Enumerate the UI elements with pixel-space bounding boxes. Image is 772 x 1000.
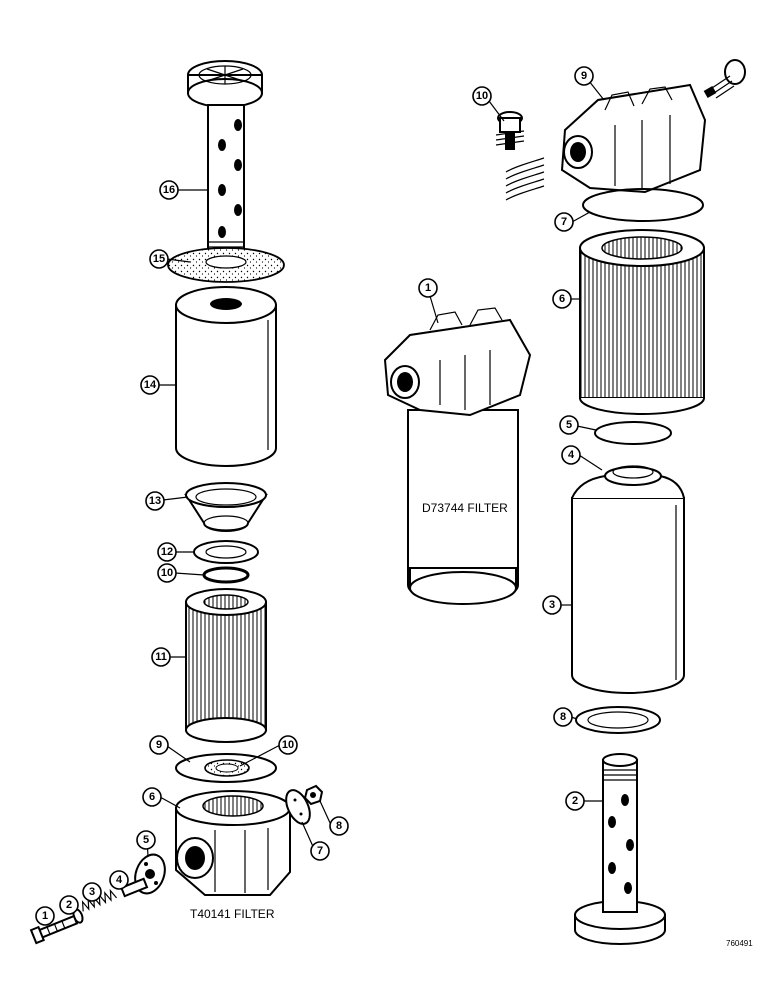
right-assembly [495,59,746,945]
part-6-element [579,229,705,415]
part-8-nut [303,784,324,806]
callout-14: 14 [140,375,160,395]
callout-right-3: 3 [542,595,562,615]
caption-center-filter: D73744 FILTER [422,501,508,515]
callout-13: 13 [145,491,165,511]
head-plug [703,59,746,99]
callout-15: 15 [149,249,169,269]
svg-text:7: 7 [561,216,567,228]
svg-text:2: 2 [572,795,578,807]
svg-text:10: 10 [282,739,294,751]
callout-11: 11 [151,647,171,667]
callout-2: 2 [59,895,79,915]
drawing-reference-number: 760491 [726,939,753,948]
svg-text:1: 1 [425,282,431,294]
callout-10-upper: 10 [157,563,177,583]
svg-text:10: 10 [476,90,488,102]
part-7-o-ring [582,188,704,222]
svg-text:5: 5 [566,419,572,431]
callout-right-9: 9 [574,66,594,86]
callout-9: 9 [149,735,169,755]
part-3-spring [81,888,118,912]
svg-text:16: 16 [163,184,175,196]
part-11-element [185,588,267,743]
callouts-left: 16 15 14 13 12 10 11 9 10 6 8 7 5 4 3 2 … [35,180,349,926]
part-6-filter-head [175,790,291,896]
callout-center-1: 1 [418,278,438,298]
svg-text:11: 11 [155,651,167,663]
callout-16: 16 [159,180,179,200]
svg-text:15: 15 [153,253,165,265]
part-7-plate [285,789,311,825]
svg-text:8: 8 [560,711,566,723]
part-4-pin [120,877,149,898]
svg-text:8: 8 [336,820,342,832]
callout-7: 7 [310,841,330,861]
callout-right-6: 6 [552,289,572,309]
part-8-washer [575,706,661,734]
part-2-relief-tube [574,753,666,945]
relief-spring [505,157,545,201]
part-10-o-ring-upper [202,566,250,584]
callout-right-10: 10 [472,86,492,106]
svg-text:5: 5 [143,834,149,846]
callout-5: 5 [136,830,156,850]
callouts-right: 10 9 7 6 5 4 3 8 2 [472,66,594,811]
callout-12: 12 [157,542,177,562]
svg-text:6: 6 [149,791,155,803]
svg-text:9: 9 [581,70,587,82]
part-12-washer [193,540,259,564]
svg-text:6: 6 [559,293,565,305]
part-10-ring-lower [204,759,250,777]
svg-text:9: 9 [156,739,162,751]
part-16-relief-tube [187,60,263,256]
callout-right-4: 4 [561,445,581,465]
part-3-canister [571,465,685,694]
callouts-center: 1 [418,278,438,298]
callout-4: 4 [109,870,129,890]
svg-text:2: 2 [66,899,72,911]
part-9-filter-head [560,83,707,194]
callout-right-7: 7 [554,212,574,232]
callout-right-5: 5 [559,415,579,435]
svg-text:13: 13 [149,495,161,507]
svg-text:4: 4 [116,874,123,886]
left-assembly [29,60,324,945]
callout-8: 8 [329,816,349,836]
part-15-gasket [167,247,285,283]
callout-right-2: 2 [565,791,585,811]
callout-6: 6 [142,787,162,807]
part-9-gasket [175,753,277,783]
part-10-bolt [495,111,525,150]
caption-left-filter: T40141 FILTER [190,907,275,921]
callout-1: 1 [35,906,55,926]
callout-3: 3 [82,882,102,902]
svg-text:4: 4 [568,449,575,461]
svg-text:3: 3 [89,886,95,898]
callout-10-lower: 10 [278,735,298,755]
svg-text:14: 14 [144,379,157,391]
leader-lines [45,75,605,923]
svg-text:7: 7 [317,845,323,857]
svg-text:12: 12 [161,546,173,558]
part-1-plug [29,914,79,945]
svg-text:10: 10 [161,567,173,579]
part-13-seal [184,482,268,532]
part-5-gasket [594,421,672,445]
callout-right-8: 8 [553,707,573,727]
svg-text:1: 1 [42,910,48,922]
part-14-shell [175,286,277,467]
svg-text:3: 3 [549,599,555,611]
center-assembly [383,307,532,605]
